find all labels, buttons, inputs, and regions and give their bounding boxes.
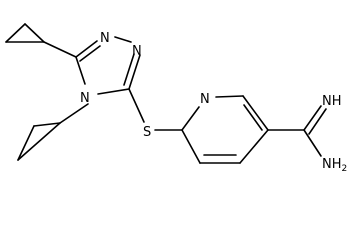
atom-sulfur: S [143, 125, 151, 140]
cyclopropyl-ring-lower [17, 122, 61, 161]
atom-amine-nh: NH [322, 157, 342, 172]
atom-amine-subscript: 2 [342, 164, 348, 174]
pyridine-ring [181, 95, 269, 164]
amidine-amine-bond [303, 129, 322, 157]
atom-n-pyridine: N [200, 92, 210, 107]
chemical-structure-diagram: N N N S N NH NH2 [5, 23, 347, 174]
atom-imine-nh: NH [322, 94, 342, 109]
atom-amine-nh2: NH2 [322, 157, 347, 174]
cyclopropyl-ring-upper [5, 23, 45, 43]
bond-n4-cyclopropyl [59, 103, 89, 124]
atom-n-triazole-2: N [132, 44, 142, 59]
amidine-imine-double-bond [303, 105, 327, 135]
bond-c3-sulfur [128, 88, 145, 123]
atom-n-triazole-4: N [80, 91, 90, 106]
bond-cyclopropyl-triazole [43, 41, 77, 58]
triazole-ring [75, 36, 141, 95]
atom-n-triazole-1: N [100, 31, 110, 46]
